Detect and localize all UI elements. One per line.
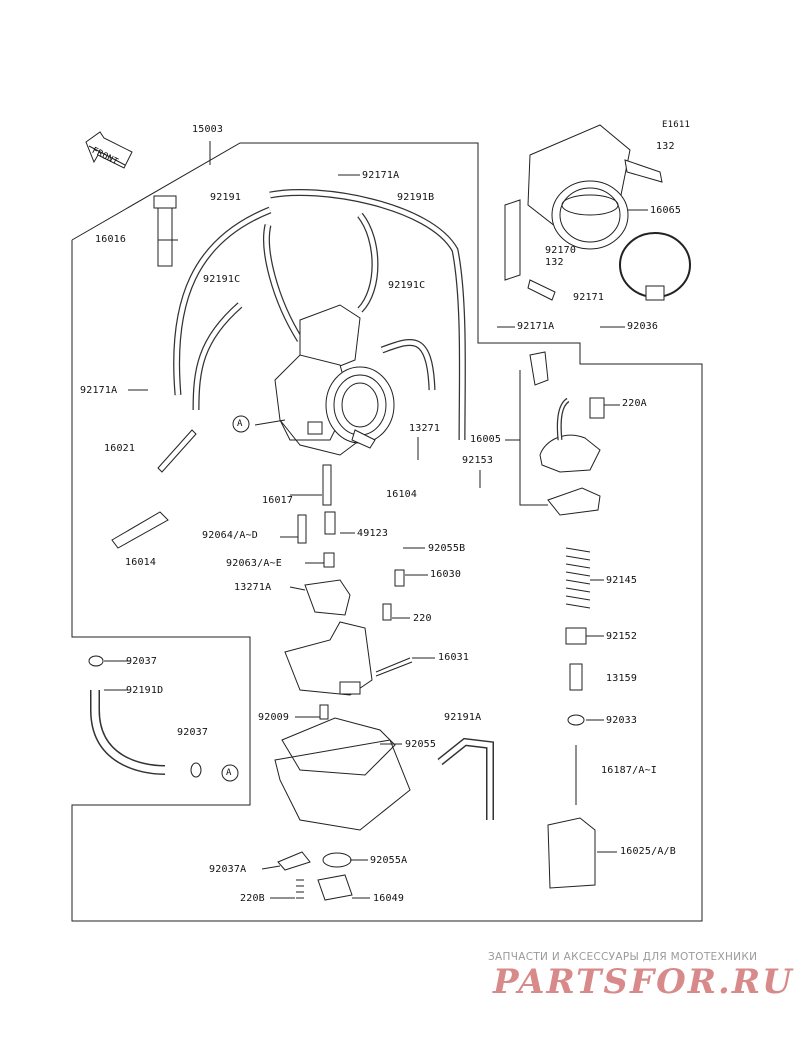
part-label: 13159 [606,673,638,684]
float-bowl-gasket-92055 [281,717,396,776]
part-label: 16049 [373,893,405,904]
part-label: 15003 [192,124,224,135]
carburetor-body [274,304,395,456]
part-label: 16030 [430,569,462,580]
spring-220B [296,879,304,899]
part-label: 220B [240,893,265,904]
part-label: 92037 [177,727,209,738]
ref-marker-a2: A [226,768,232,778]
part-label: 92191 [210,192,242,203]
bolt-132-a [624,159,663,183]
part-label: 92191C [203,274,241,285]
drain-plug-16049 [317,874,353,901]
part-label: 132 [656,141,675,152]
part-label: 92171 [573,292,605,303]
front-arrow-icon [85,131,133,169]
diagram-code: E1611 [662,120,691,130]
part-label: 92055A [370,855,408,866]
part-label: 16104 [386,489,418,500]
part-label: 92191B [397,192,435,203]
carburetor-top-cap [529,351,605,516]
part-label: 13271A [234,582,272,593]
intake-manifold [504,124,631,281]
part-label: 92064/A~D [202,530,258,541]
part-label: 92171A [80,385,118,396]
drain-gasket-92037A [277,851,311,871]
part-label: 92170 [545,245,577,256]
part-label: 16021 [104,443,136,454]
part-label: 16017 [262,495,294,506]
ref-marker-a1: A [237,419,243,429]
screw-16021 [157,429,197,473]
part-label: 220A [622,398,647,409]
part-label: 92055B [428,543,466,554]
part-label: 132 [545,257,564,268]
part-label: 16025/A/B [620,846,676,857]
vent-hose-92191D [90,690,166,775]
part-label: 92171A [362,170,400,181]
bolt-132-b [527,279,556,301]
part-label: 92191A [444,712,482,723]
clip-92033 [567,714,585,726]
part-label: 92037A [209,864,247,875]
part-label: 92036 [627,321,659,332]
needle-13159 [569,663,583,691]
float-bowl [274,739,411,831]
part-label: 16065 [650,205,682,216]
part-label: 49123 [357,528,389,539]
part-label: 92033 [606,715,638,726]
part-label: 16014 [125,557,157,568]
part-label: 92191C [388,280,426,291]
part-label: 16005 [470,434,502,445]
idle-screw-16014 [111,511,169,549]
throttle-valve-16025 [547,817,596,889]
float-16031 [284,621,373,696]
watermark-tagline: ЗАПЧАСТИ И АКСЕССУАРЫ ДЛЯ МОТОТЕХНИКИ [488,951,758,963]
part-label: 220 [413,613,432,624]
part-label: 16187/A~I [601,765,657,776]
part-label: 92055 [405,739,437,750]
o-ring-92055A [322,852,352,868]
jet-needle-holder-16017 [322,464,332,506]
watermark-logo: PARTSFOR.RU [493,962,794,1002]
part-label: 16016 [95,234,127,245]
needle-jet-holder-13271A [304,579,351,616]
part-label: 92153 [462,455,494,466]
part-label: 13271 [409,423,441,434]
cable-adjuster-16016 [157,201,173,267]
part-label: 92009 [258,712,290,723]
assembly-border [71,142,703,922]
part-label: 92145 [606,575,638,586]
part-label: 16031 [438,652,470,663]
retainer-92152 [565,627,587,645]
spring-92145 [565,547,591,609]
part-label: 92191D [126,685,164,696]
hose-clamp-92171 [619,232,691,301]
part-label: 92037 [126,656,158,667]
part-label: 92152 [606,631,638,642]
part-label: 92063/A~E [226,558,282,569]
part-label: 92171A [517,321,555,332]
